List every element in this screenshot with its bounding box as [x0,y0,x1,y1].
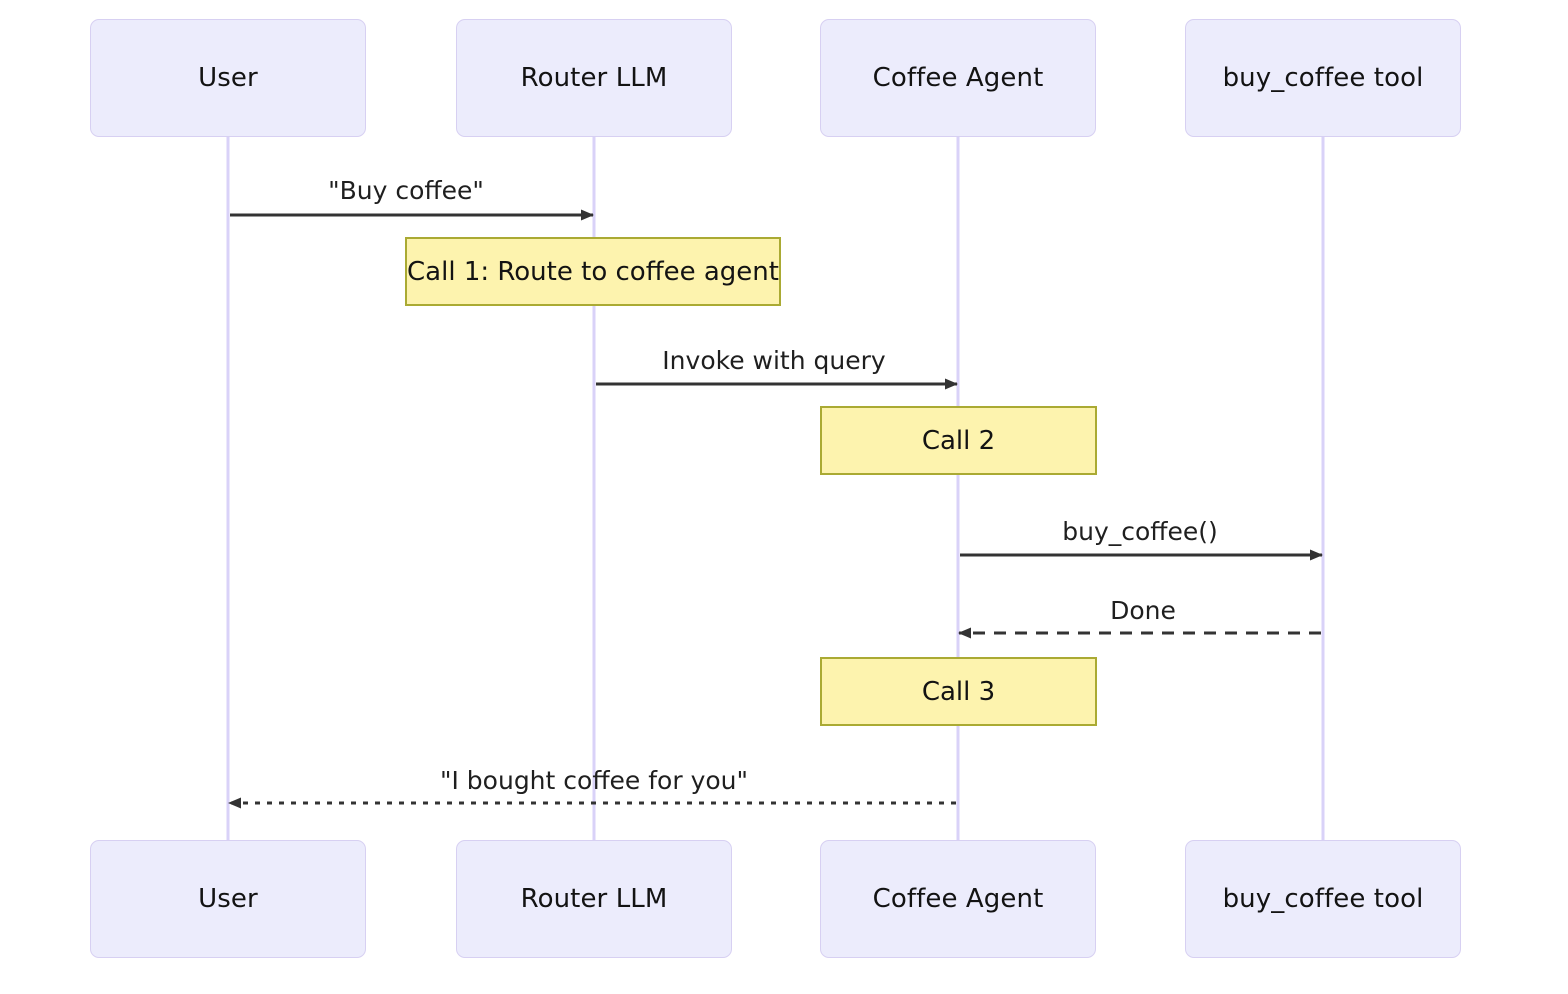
participant-label-router: Router LLM [520,884,668,914]
participant-box-router-top[interactable]: Router LLM [456,19,732,137]
participant-box-user-bottom[interactable]: User [90,840,366,958]
message-label-msg-1: "Buy coffee" [328,176,484,205]
lifelines-layer [226,137,1325,840]
lifeline-agent [956,137,960,840]
participant-box-user-top[interactable]: User [90,19,366,137]
message-arrows-layer [228,209,1323,809]
participant-label-agent: Coffee Agent [872,63,1044,93]
participant-box-tool-top[interactable]: buy_coffee tool [1185,19,1461,137]
participant-label-user: User [198,63,258,93]
lifeline-tool [1321,137,1325,840]
lifeline-router [592,137,596,840]
note-label-note-3: Call 3 [921,676,996,707]
participant-label-router: Router LLM [520,63,668,93]
participant-label-tool: buy_coffee tool [1222,63,1424,93]
participant-label-user: User [198,884,258,914]
message-label-msg-2: Invoke with query [662,346,886,375]
message-label-msg-3: buy_coffee() [1062,517,1218,546]
participant-box-router-bottom[interactable]: Router LLM [456,840,732,958]
note-note-3[interactable]: Call 3 [820,657,1097,726]
note-label-note-2: Call 2 [921,425,996,456]
participant-label-agent: Coffee Agent [872,884,1044,914]
note-label-note-1: Call 1: Route to coffee agent [407,256,779,287]
participant-label-tool: buy_coffee tool [1222,884,1424,914]
lifeline-user [226,137,230,840]
note-note-1[interactable]: Call 1: Route to coffee agent [405,237,781,306]
participant-box-tool-bottom[interactable]: buy_coffee tool [1185,840,1461,958]
note-note-2[interactable]: Call 2 [820,406,1097,475]
participant-box-agent-top[interactable]: Coffee Agent [820,19,1096,137]
participant-box-agent-bottom[interactable]: Coffee Agent [820,840,1096,958]
message-label-msg-4: Done [1110,596,1176,625]
message-label-msg-5: "I bought coffee for you" [439,766,749,795]
